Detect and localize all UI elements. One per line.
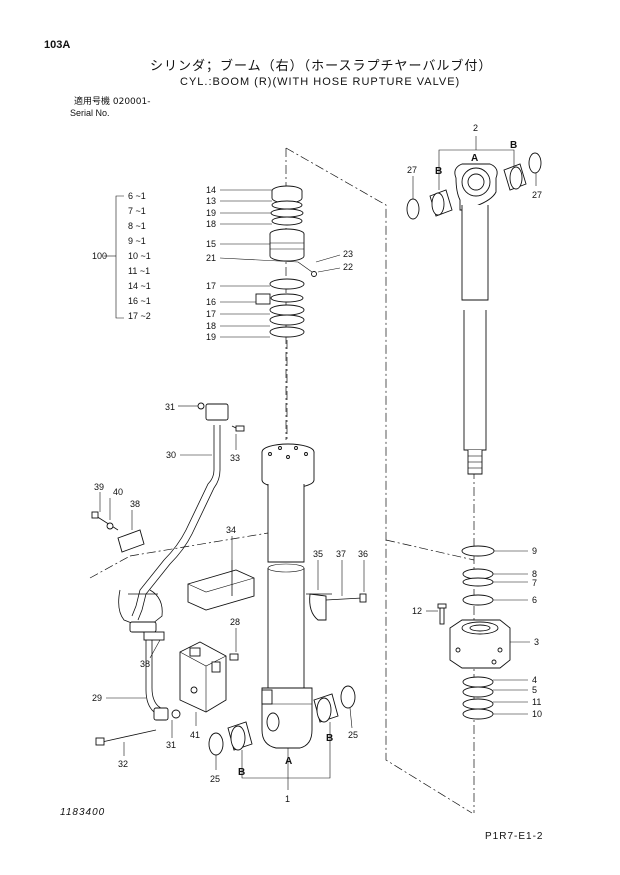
cylinder-tube (261, 443, 315, 749)
callout-38-upper: 38 (130, 499, 140, 509)
ref-b-bottom-right: B (326, 733, 333, 744)
callout-27-right: 27 (532, 190, 542, 200)
title-english: CYL.:BOOM (R)(WITH HOSE RUPTURE VALVE) (180, 76, 461, 88)
seal-kit-bracket (104, 195, 124, 319)
callout-17-upper: 17 (206, 281, 216, 291)
callout-34: 34 (226, 525, 236, 535)
callout-29: 29 (92, 693, 102, 703)
callout-22: 22 (343, 262, 353, 272)
callout-17-lower: 17 (206, 309, 216, 319)
callout-40: 40 (113, 487, 123, 497)
ref-a-top: A (471, 153, 478, 164)
callout-16: 16 (206, 297, 216, 307)
callout-13: 13 (206, 196, 216, 206)
callout-4: 4 (532, 675, 537, 685)
kit-item-10: 10 ~1 (128, 251, 151, 261)
callout-25-left: 25 (210, 774, 220, 784)
kit-item-9: 9 ~1 (128, 236, 146, 246)
callout-27-left: 27 (407, 165, 417, 175)
sheet-code: 103A (44, 39, 71, 51)
callout-6: 6 (532, 595, 537, 605)
callout-38-lower: 38 (140, 659, 150, 669)
callout-15: 15 (206, 239, 216, 249)
ref-b-top-left: B (435, 166, 442, 177)
page-code: P1R7-E1-2 (485, 831, 544, 842)
callout-23: 23 (343, 249, 353, 259)
piston-leaders (219, 189, 341, 338)
callout-1: 1 (285, 794, 290, 804)
callout-9: 9 (532, 546, 537, 556)
pipe-assembly (91, 402, 245, 746)
callout-28: 28 (230, 617, 240, 627)
callout-11: 11 (532, 697, 541, 707)
callout-8: 8 (532, 569, 537, 579)
piston-rod (454, 163, 498, 475)
kit-item-14: 14 ~1 (128, 281, 151, 291)
title-japanese: シリンダ；ブーム（右）（ホースラプチヤーバルブ付） (150, 59, 493, 74)
kit-number: 100 (92, 251, 107, 261)
callout-31-lower: 31 (166, 740, 176, 750)
callout-19-lower: 19 (206, 332, 216, 342)
kit-item-16: 16 ~1 (128, 296, 151, 306)
callout-36: 36 (358, 549, 368, 559)
pipe-leaders (99, 405, 365, 756)
callout-32: 32 (118, 759, 128, 769)
callout-12: 12 (412, 606, 422, 616)
head-leaders (426, 550, 530, 715)
callout-37: 37 (336, 549, 346, 559)
kit-item-7: 7 ~1 (128, 206, 146, 216)
callout-3: 3 (534, 637, 539, 647)
callout-14: 14 (206, 185, 216, 195)
kit-item-11: 11 ~1 (128, 266, 150, 276)
ref-a-bottom: A (285, 756, 292, 767)
kit-item-6: 6 ~1 (128, 191, 146, 201)
hose-rupture-valve (179, 641, 239, 713)
callout-21: 21 (206, 253, 216, 263)
serial-label-japanese: 適用号機 020001- (74, 97, 151, 107)
callout-5: 5 (532, 685, 537, 695)
callout-31-upper: 31 (165, 402, 175, 412)
ref-b-top-right: B (510, 140, 517, 151)
callout-18-upper: 18 (206, 219, 216, 229)
kit-item-17: 17 ~2 (128, 311, 151, 321)
callout-33: 33 (230, 453, 240, 463)
callout-30: 30 (166, 450, 176, 460)
drawing-number: 1183400 (60, 807, 106, 818)
callout-10: 10 (532, 709, 542, 719)
callout-41: 41 (190, 730, 200, 740)
callout-7: 7 (532, 578, 537, 588)
callout-25-right: 25 (348, 730, 358, 740)
ref-b-bottom-left: B (238, 767, 245, 778)
bottom-bushings (208, 685, 356, 756)
serial-label-english: Serial No. (70, 108, 110, 118)
bottom-leaders (215, 707, 353, 790)
callout-35: 35 (313, 549, 323, 559)
callout-18-lower: 18 (206, 321, 216, 331)
callout-19-upper: 19 (206, 208, 216, 218)
rod-leaders (412, 136, 537, 199)
cylinder-head-assembly (437, 545, 511, 720)
piston-stack (255, 185, 317, 440)
kit-item-8: 8 ~1 (128, 221, 146, 231)
callout-2: 2 (473, 123, 478, 133)
callout-39: 39 (94, 482, 104, 492)
mounting-brackets (187, 560, 367, 621)
rod-bushings (406, 152, 542, 220)
